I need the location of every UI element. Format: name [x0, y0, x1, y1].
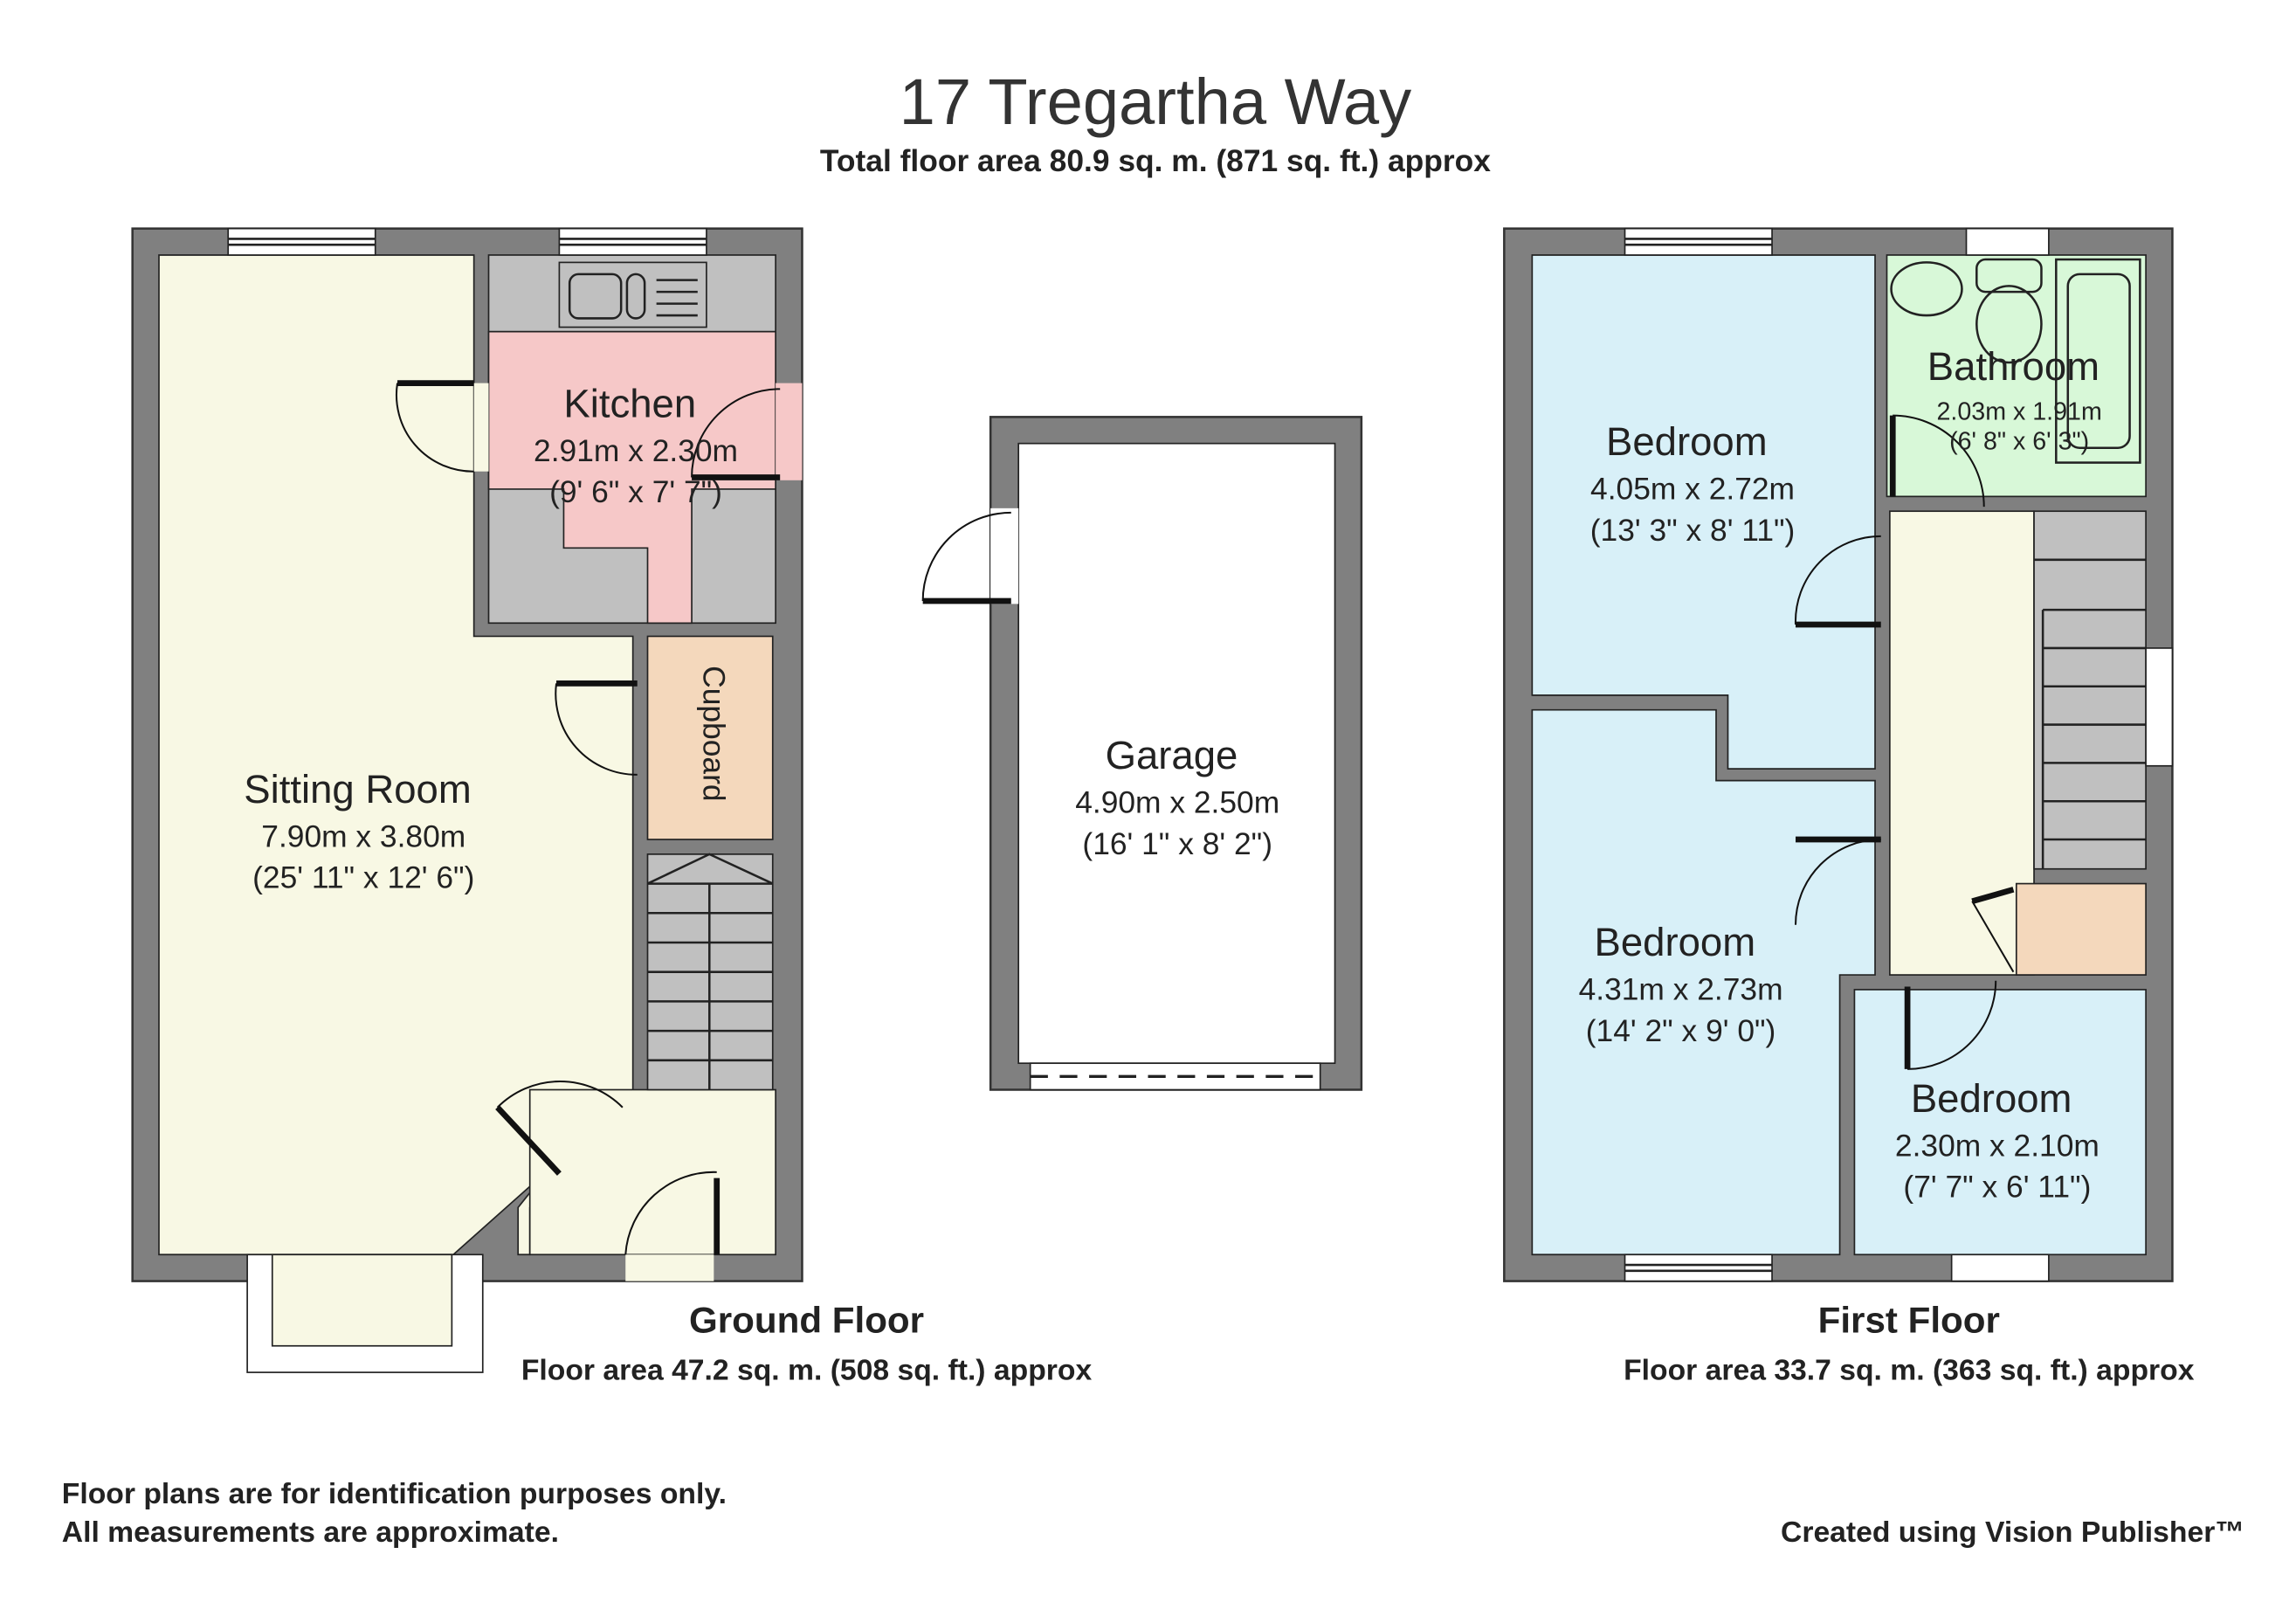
kitchen-imperial: (9' 6" x 7' 7") [549, 475, 722, 509]
bedroom-2-metric: 4.31m x 2.73m [1579, 973, 1783, 1007]
bedroom-3-metric: 2.30m x 2.10m [1895, 1129, 2099, 1163]
garage-metric: 4.90m x 2.50m [1075, 786, 1279, 820]
credit: Created using Vision Publisher™ [1781, 1516, 2244, 1549]
stairs-first [2033, 510, 2147, 870]
garage-name: Garage [1106, 733, 1238, 777]
sitting-room-metric: 7.90m x 3.80m [261, 819, 465, 853]
first-floor-label: First Floor [1818, 1300, 2000, 1341]
hall [528, 1088, 776, 1256]
garage-plan [921, 416, 1363, 1091]
cupboard-label: Cupboard [697, 666, 731, 801]
ground-floor-plan: Cupboard [131, 227, 803, 1373]
bathroom-name: Bathroom [1927, 344, 2099, 389]
bedroom-1 [1531, 254, 1876, 770]
bathroom-imperial: (6' 8" x 6' 3") [1949, 427, 2089, 455]
kitchen-metric: 2.91m x 2.30m [534, 434, 738, 468]
disclaimer-line-1: Floor plans are for identification purpo… [62, 1477, 727, 1510]
bedroom-1-name: Bedroom [1606, 419, 1768, 464]
ground-floor-area: Floor area 47.2 sq. m. (508 sq. ft.) app… [521, 1354, 1093, 1387]
total-area: Total floor area 80.9 sq. m. (871 sq. ft… [820, 144, 1491, 178]
bathroom-metric: 2.03m x 1.91m [1936, 398, 2101, 426]
first-floor-plan [1503, 227, 2174, 1282]
bedroom-2-imperial: (14' 2" x 9' 0") [1586, 1014, 1776, 1048]
landing-cupboard [2015, 882, 2147, 976]
disclaimer-line-2: All measurements are approximate. [62, 1516, 559, 1549]
cupboard [646, 635, 774, 840]
bedroom-3-name: Bedroom [1911, 1076, 2072, 1121]
garage-imperial: (16' 1" x 8' 2") [1082, 827, 1272, 861]
page-title: 17 Tregartha Way [900, 66, 1412, 138]
sitting-room-name: Sitting Room [244, 767, 471, 812]
bedroom-1-imperial: (13' 3" x 8' 11") [1590, 514, 1796, 548]
sitting-room-imperial: (25' 11" x 12' 6") [252, 861, 474, 895]
ground-floor-label: Ground Floor [689, 1300, 924, 1341]
kitchen-name: Kitchen [563, 381, 696, 425]
bedroom-3 [1853, 989, 2147, 1256]
bedroom-2-name: Bedroom [1595, 920, 1756, 964]
bathroom [1886, 254, 2147, 498]
bedroom-3-imperial: (7' 7" x 6' 11") [1903, 1171, 2091, 1205]
first-floor-area: Floor area 33.7 sq. m. (363 sq. ft.) app… [1624, 1354, 2195, 1387]
landing [1889, 510, 2035, 976]
bedroom-1-metric: 4.05m x 2.72m [1590, 473, 1795, 507]
